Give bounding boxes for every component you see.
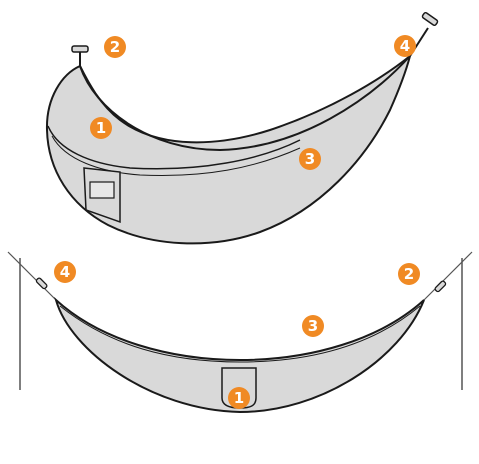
badge-top-3: 3 — [299, 148, 321, 170]
top-hammock-seam-2 — [51, 135, 301, 176]
badge-top-2: 2 — [104, 36, 126, 58]
left-strap — [7, 251, 59, 303]
svg-text:3: 3 — [308, 317, 318, 335]
svg-text:2: 2 — [110, 38, 120, 56]
svg-text:2: 2 — [404, 265, 414, 283]
badge-bottom-4: 4 — [54, 261, 76, 283]
svg-text:1: 1 — [96, 119, 106, 137]
svg-text:1: 1 — [234, 389, 244, 407]
right-strap — [423, 251, 473, 301]
badge-top-1: 1 — [90, 117, 112, 139]
bottom-left-toggle-icon — [35, 277, 48, 290]
top-hammock-seam — [47, 125, 301, 170]
badge-bottom-3: 3 — [302, 315, 324, 337]
svg-text:4: 4 — [400, 37, 410, 55]
badge-top-4: 4 — [394, 35, 416, 57]
svg-text:4: 4 — [60, 263, 70, 281]
top-hammock-pocket-flap — [89, 181, 115, 199]
svg-text:3: 3 — [305, 150, 315, 168]
bottom-hammock-seam — [59, 305, 421, 363]
badge-bottom-1: 1 — [228, 387, 250, 409]
top-hammock-view — [45, 11, 439, 245]
bottom-right-toggle-icon — [434, 280, 447, 293]
top-hammock-rim — [79, 55, 411, 152]
bottom-hammock-fabric — [54, 296, 425, 414]
top-left-toggle-icon — [71, 45, 89, 66]
badge-bottom-2: 2 — [398, 263, 420, 285]
